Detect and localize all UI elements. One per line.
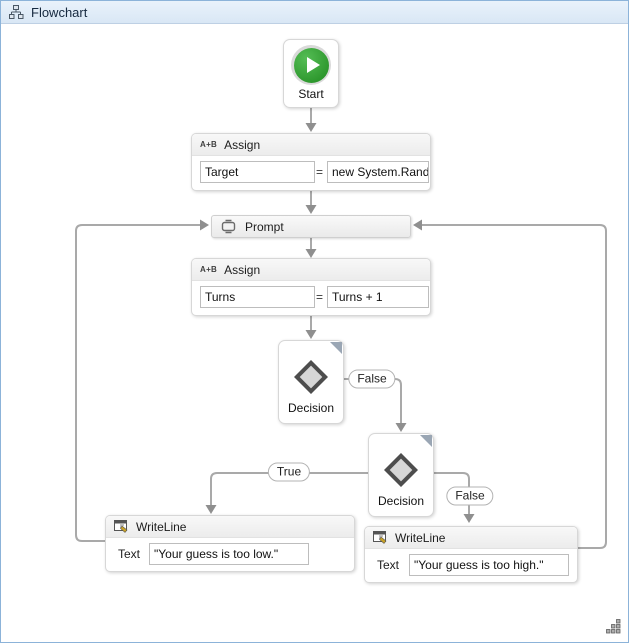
assign-icon: A+B [200,140,218,149]
text-label: Text [118,547,141,561]
start-node[interactable]: Start [283,39,339,108]
connector-start-to-assign[interactable] [305,108,317,132]
activity-title: Prompt [245,219,284,234]
connector-loop-left-to-prompt[interactable] [75,219,209,542]
flowchart-icon [9,5,24,19]
assign-value-expression-box[interactable]: new System.Random [327,161,429,183]
play-icon [306,57,320,73]
start-label: Start [298,87,324,101]
connector-decision2-false[interactable] [434,472,475,523]
activity-header[interactable]: WriteLine [106,516,354,538]
flowchart-title: Flowchart [31,4,88,20]
activity-title: WriteLine [395,530,446,545]
assign-icon: A+B [200,265,218,274]
false-branch-label: False [348,369,396,389]
activity-icon [221,219,236,234]
prompt-activity[interactable]: Prompt [211,215,411,238]
activity-title: Assign [224,137,261,152]
activity-header[interactable]: WriteLine [365,527,577,549]
flowchart-activity-titlebar[interactable]: Flowchart [1,1,628,24]
collapse-triangle-icon[interactable] [420,435,432,447]
decision-diamond-icon [384,453,418,487]
activity-title: WriteLine [136,519,187,534]
connector-decision2-true[interactable] [205,472,369,514]
assign-to-expression-box[interactable]: Turns [200,286,315,308]
connector-prompt-to-assign2[interactable] [305,238,317,258]
decision-node-1[interactable]: Decision [278,340,344,424]
writeline-activity-1[interactable]: WriteLine Text "Your guess is too low." [105,515,355,572]
writeline-icon [373,531,387,544]
decision-label: Decision [377,494,425,508]
activity-header[interactable]: A+B Assign [192,259,430,281]
collapse-triangle-icon[interactable] [330,342,342,354]
equals-sign: = [316,290,324,304]
assign-activity-2[interactable]: A+B Assign Turns = Turns + 1 [191,258,431,316]
assign-activity-1[interactable]: A+B Assign Target = new System.Random [191,133,431,191]
writeline-icon [114,520,128,533]
true-branch-label: True [267,462,311,482]
connector-loop-right-to-prompt[interactable] [413,219,607,549]
decision-diamond-icon [294,360,328,394]
false-branch-label: False [446,486,494,506]
text-expression-box[interactable]: "Your guess is too high." [409,554,569,576]
connector-assign-to-prompt[interactable] [305,191,317,214]
decision-label: Decision [287,401,335,415]
text-label: Text [377,558,400,572]
activity-header[interactable]: A+B Assign [192,134,430,156]
resize-grip[interactable] [605,619,621,635]
activity-title: Assign [224,262,261,277]
start-circle [291,45,331,85]
equals-sign: = [316,165,324,179]
writeline-activity-2[interactable]: WriteLine Text "Your guess is too high." [364,526,578,583]
assign-to-expression-box[interactable]: Target [200,161,315,183]
decision-node-2[interactable]: Decision [368,433,434,517]
text-expression-box[interactable]: "Your guess is too low." [149,543,309,565]
connector-assign2-to-decision[interactable] [305,316,317,339]
assign-value-expression-box[interactable]: Turns + 1 [327,286,429,308]
